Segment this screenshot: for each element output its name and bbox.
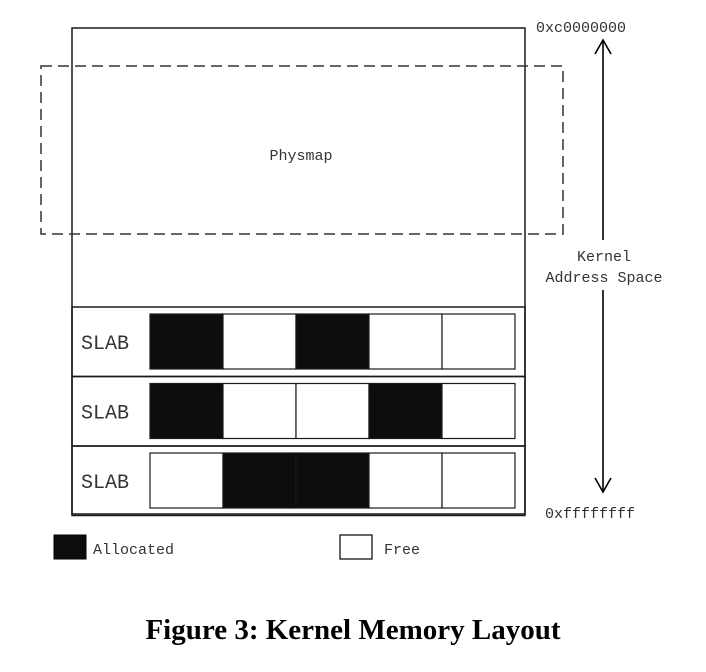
kernel-memory-diagram: Physmap SLAB SLAB SLAB 0xc0000000 0xffffff… [40,20,663,560]
slab-cell-free [222,313,297,370]
slab-cell-allocated [149,382,224,440]
physmap-region [40,65,564,235]
kernel-memory-box [71,27,526,515]
slab-row [71,445,526,517]
slab-rows: SLAB SLAB SLAB [71,306,526,517]
address-space-label-line-1: Kernel [577,249,631,266]
slab-cell-allocated [368,382,443,440]
slab-cell-allocated [149,313,224,370]
address-top-label: 0xc0000000 [536,20,626,37]
slab-label: SLAB [81,403,129,426]
legend-allocated-label: Allocated [93,542,174,559]
figure-caption: Figure 3: Kernel Memory Layout [145,614,561,646]
slab-cell-allocated [295,452,370,509]
slab-cell-free [222,382,297,440]
slab-cell-free [441,452,516,509]
slab-cell-free [441,313,516,370]
slab-cell-allocated [295,313,370,370]
slab-cell-free [149,452,224,509]
legend-free-swatch [339,534,373,560]
address-bottom-label: 0xffffffff [545,506,635,523]
slab-cell-free [368,313,443,370]
slab-label: SLAB [81,333,129,356]
legend-free-label: Free [384,542,420,559]
slab-cell-free [295,382,370,440]
address-space-label-line-2: Address Space [545,270,662,287]
slab-cell-free [441,382,516,440]
slab-cell-allocated [222,452,297,509]
legend-allocated-swatch [53,534,87,560]
physmap-label: Physmap [269,148,332,165]
slab-label: SLAB [81,472,129,495]
arrow-up-head [594,38,612,55]
arrow-down-head [594,477,612,494]
slab-cell-free [368,452,443,509]
